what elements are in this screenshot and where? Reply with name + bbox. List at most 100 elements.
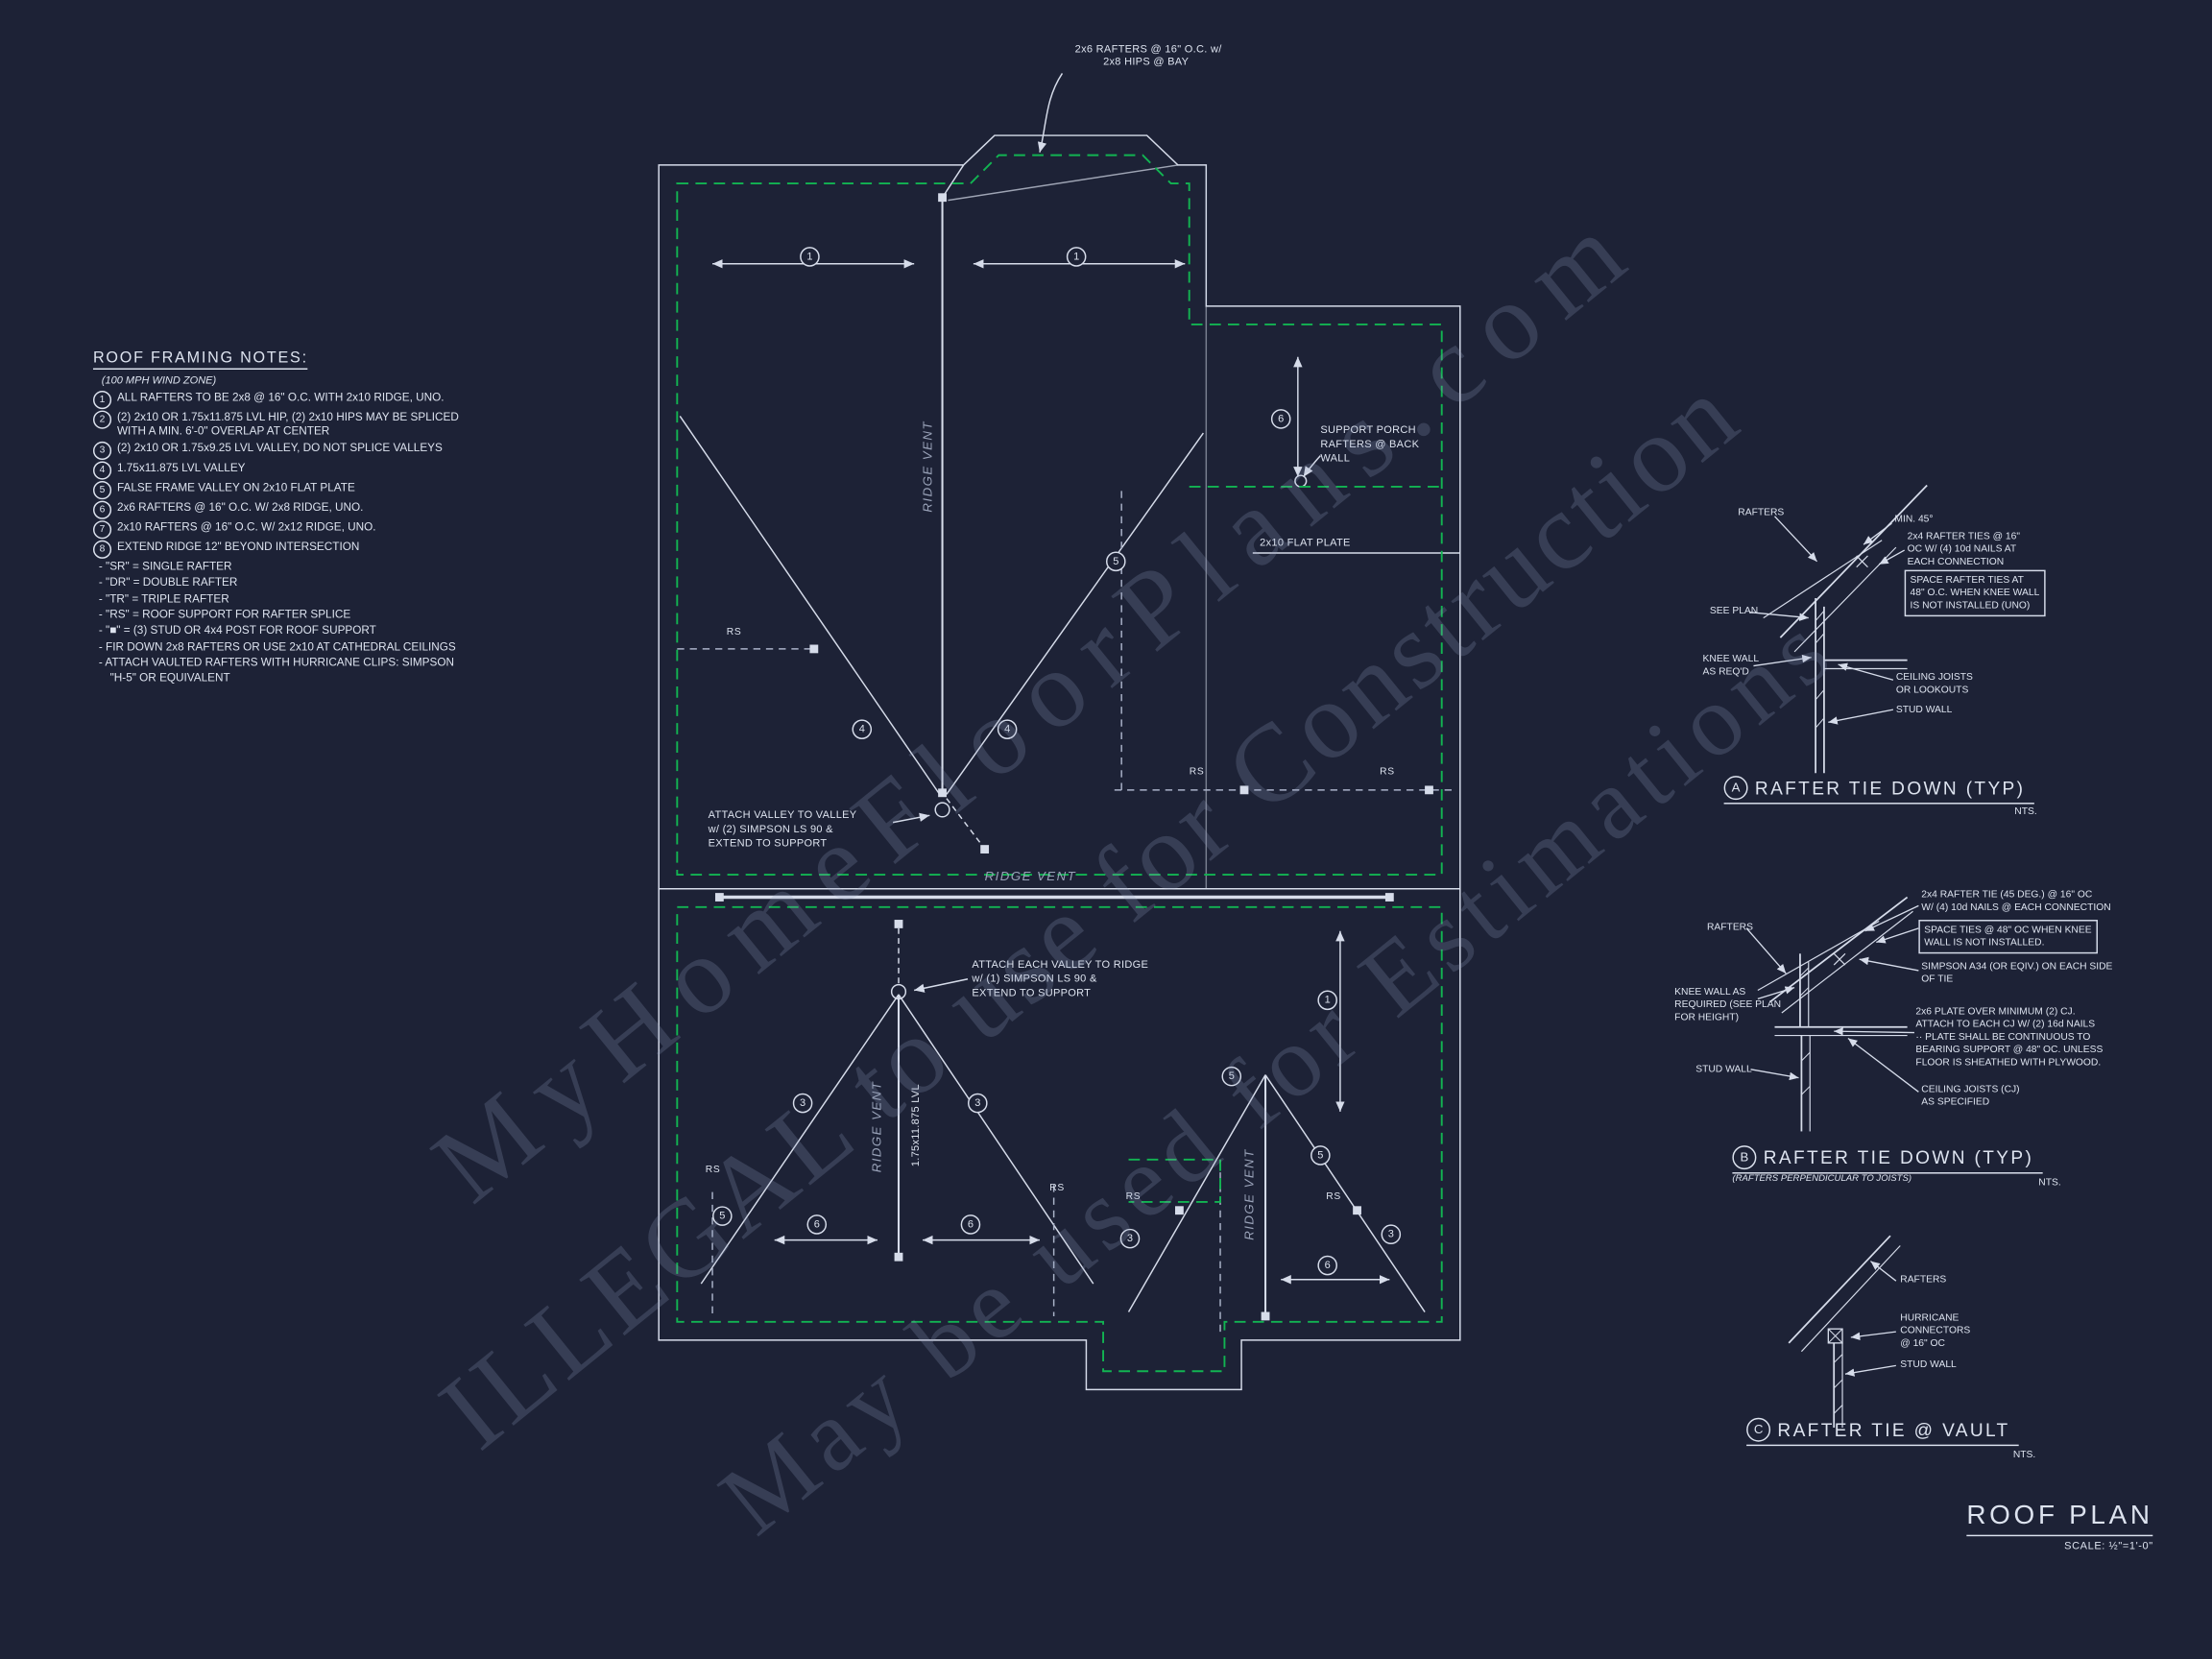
note-item: 2(2) 2x10 OR 1.75x11.875 LVL HIP, (2) 2x… (92, 410, 460, 441)
label-line: 2x6 PLATE OVER MINIMUM (2) CJ. (1915, 1007, 2076, 1018)
detail-b-stud-wall-label: STUD WALL (1695, 1065, 1752, 1075)
detail-b-title-text: RAFTER TIE DOWN (TYP) (1763, 1146, 2034, 1168)
detail-c-hurricane-label: HURRICANE CONNECTORS @ 16" OC (1900, 1312, 1970, 1351)
roof-support-squares (714, 193, 1433, 1321)
detail-b-subtitle: (RAFTERS PERPENDICULAR TO JOISTS) (1732, 1173, 1912, 1184)
note-text: 2x6 RAFTERS @ 16" O.C. W/ 2x8 RIDGE, UNO… (116, 500, 364, 514)
note-text: (2) 2x10 OR 1.75x11.875 LVL HIP, (2) 2x1… (116, 410, 459, 439)
detail-b-knee-wall-label: KNEE WALL AS REQUIRED (SEE PLAN FOR HEIG… (1674, 986, 1781, 1024)
label-line: REQUIRED (SEE PLAN (1674, 999, 1782, 1011)
keynote-marker: 4 (852, 719, 873, 739)
label-line: WALL (1320, 450, 1351, 464)
detail-a-ties-label: 2x4 RAFTER TIES @ 16" OC W/ (4) 10d NAIL… (1908, 530, 2020, 568)
label-line: OR LOOKOUTS (1895, 685, 1969, 696)
detail-b-nts: NTS. (2038, 1177, 2061, 1189)
label-line: OC W/ (4) 10d NAILS AT (1907, 544, 2017, 555)
label-line: ATTACH VALLEY TO VALLEY (708, 807, 857, 822)
label-line: AS SPECIFIED (1921, 1097, 1990, 1108)
detail-a-see-plan-label: SEE PLAN (1709, 606, 1759, 617)
note-item: - "DR" = DOUBLE RAFTER (98, 575, 238, 589)
note-item: - ATTACH VAULTED RAFTERS WITH HURRICANE … (98, 656, 454, 684)
detail-b-simpson-label: SIMPSON A34 (OR EQIV.) ON EACH SIDE OF T… (1921, 961, 2112, 987)
label-line: EACH CONNECTION (1907, 557, 2005, 567)
sheet-title: ROOF PLAN (1966, 1501, 2153, 1537)
note-item: 3(2) 2x10 OR 1.75x9.25 LVL VALLEY, DO NO… (92, 441, 460, 460)
detail-b-rafters-label: RAFTERS (1706, 922, 1753, 933)
detail-a-letter: A (1723, 776, 1748, 801)
lvl-beam-label: 1.75x11.875 LVL (908, 1084, 922, 1167)
label-line: 2x6 RAFTERS @ 16" O.C. w/ (1074, 42, 1222, 56)
keynote-marker: 1 (1317, 990, 1337, 1011)
keynote-marker: 3 (968, 1093, 988, 1114)
note-item: - "TR" = TRIPLE RAFTER (98, 591, 229, 605)
label-line: FOR HEIGHT) (1674, 1013, 1740, 1023)
label-line: FLOOR IS SHEATHED WITH PLYWOOD. (1915, 1058, 2102, 1069)
label-line: HURRICANE (1900, 1313, 1960, 1324)
label-line: w/ (2) SIMPSON LS 90 & (708, 822, 833, 835)
keynote-marker: 6 (960, 1214, 981, 1235)
label-line: CEILING JOISTS (1895, 672, 1973, 684)
note-number: 6 (92, 500, 112, 519)
detail-b-title: B RAFTER TIE DOWN (TYP) (1732, 1145, 2042, 1174)
detail-b-sketch (1757, 896, 1913, 1132)
keynote-marker: 5 (712, 1206, 733, 1226)
label-line: W/ (4) 10d NAILS @ EACH CONNECTION (1921, 902, 2111, 913)
label-line: CEILING JOISTS (CJ) (1921, 1084, 2020, 1095)
note-item: - "RS" = ROOF SUPPORT FOR RAFTER SPLICE (98, 608, 351, 621)
note-text: FALSE FRAME VALLEY ON 2x10 FLAT PLATE (116, 480, 355, 493)
keynote-marker: 5 (1221, 1066, 1242, 1087)
label-line: CONNECTORS (1900, 1326, 1971, 1336)
detail-c-letter: C (1746, 1417, 1771, 1442)
note-number: 7 (92, 519, 112, 539)
note-text: 1.75x11.875 LVL VALLEY (116, 461, 246, 474)
top-callout: 2x6 RAFTERS @ 16" O.C. w/ 2x8 HIPS @ BAY (1075, 42, 1222, 69)
note-number: 1 (92, 391, 112, 410)
detail-a-nts: NTS. (2014, 806, 2037, 817)
label-line: SIMPSON A34 (OR EQIV.) ON EACH SIDE (1921, 962, 2113, 973)
label-line: KNEE WALL AS (1674, 987, 1746, 998)
detail-b-plate-label: 2x6 PLATE OVER MINIMUM (2) CJ. ATTACH TO… (1915, 1006, 2103, 1070)
note-item: - FIR DOWN 2x8 RAFTERS OR USE 2x10 AT CA… (98, 639, 456, 653)
detail-c-nts: NTS. (2012, 1450, 2036, 1460)
rs-label: RS (705, 1165, 721, 1176)
detail-a-rafters-label: RAFTERS (1738, 507, 1785, 518)
title-block: ROOF PLAN SCALE: ½"=1'-0" (1966, 1501, 2153, 1552)
sheet-scale: SCALE: ½"=1'-0" (2064, 1539, 2153, 1552)
label-line: ATTACH TO EACH CJ W/ (2) 16d NAILS (1915, 1020, 2096, 1030)
detail-a-sketch (1763, 484, 1928, 774)
detail-a-min45-label: MIN. 45° (1894, 515, 1934, 525)
detail-b-letter: B (1732, 1145, 1757, 1170)
wind-zone-note: (100 MPH WIND ZONE) (101, 373, 217, 387)
ridge-vent-label: RIDGE VENT (1241, 1148, 1257, 1240)
detail-a-stud-wall-label: STUD WALL (1895, 705, 1953, 715)
label-line: OF TIE (1921, 974, 1954, 985)
rs-label: RS (1189, 767, 1205, 778)
label-line: IS NOT INSTALLED (UNO) (1910, 601, 2031, 612)
detail-b-tie-label: 2x4 RAFTER TIE (45 DEG.) @ 16" OC W/ (4)… (1921, 889, 2110, 915)
note-number: 4 (92, 461, 112, 480)
label-line: ATTACH EACH VALLEY TO RIDGE (972, 957, 1149, 971)
label-line: SPACE RAFTER TIES AT (1910, 575, 2024, 586)
detail-a-ceiling-label: CEILING JOISTS OR LOOKOUTS (1896, 671, 1973, 697)
label-line: w/ (1) SIMPSON LS 90 & (972, 972, 1097, 985)
rs-label: RS (1049, 1183, 1065, 1194)
label-line: 2x4 RAFTER TIE (45 DEG.) @ 16" OC (1921, 890, 2093, 901)
keynote-marker: 1 (1066, 247, 1087, 267)
rs-label: RS (1380, 767, 1395, 778)
detail-c-stud-wall-label: STUD WALL (1900, 1359, 1957, 1370)
note-item: 6 2x6 RAFTERS @ 16" O.C. W/ 2x8 RIDGE, UN… (92, 500, 460, 519)
detail-b-ceiling-label: CEILING JOISTS (CJ) AS SPECIFIED (1921, 1083, 2019, 1109)
note-number: 8 (92, 540, 112, 559)
note-text: EXTEND RIDGE 12" BEYOND INTERSECTION (116, 540, 360, 553)
detail-a-knee-wall-label: KNEE WALL AS REQ'D (1703, 653, 1760, 679)
notes-title: ROOF FRAMING NOTES: (92, 349, 308, 370)
label-line: SUPPORT PORCH (1320, 422, 1416, 437)
keynote-marker: 3 (1381, 1224, 1402, 1245)
keynote-marker: 1 (800, 247, 820, 267)
note-number: 2 (92, 410, 112, 429)
